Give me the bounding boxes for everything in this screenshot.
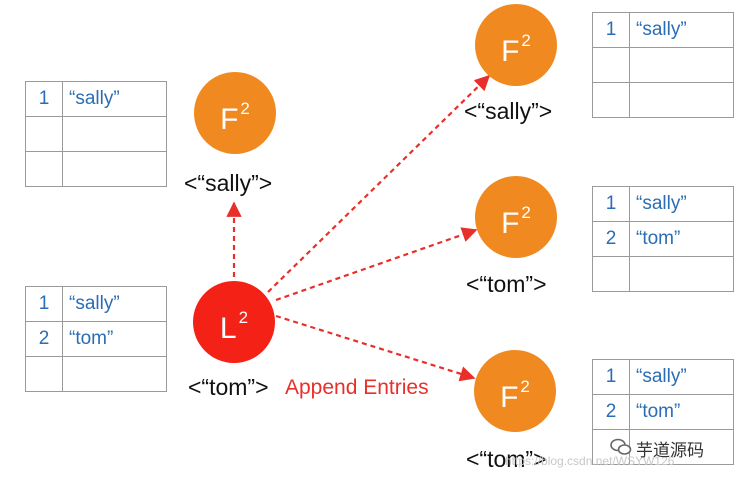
log-row: 2“tom”	[592, 221, 734, 257]
log-index: 1	[25, 286, 63, 322]
node-term: 2	[521, 203, 531, 222]
log-row: 1“sally”	[25, 286, 167, 322]
log-index: 1	[592, 186, 630, 222]
arrow-to-top-follower	[267, 74, 491, 293]
log-index	[25, 151, 63, 187]
log-row	[592, 82, 734, 118]
node-term: 2	[238, 308, 249, 327]
log-value: “sally”	[629, 186, 734, 222]
arrow-to-mid-follower	[275, 227, 478, 302]
log-value	[62, 356, 167, 392]
log-table-f-bot: 1“sally” 2“tom”	[592, 359, 734, 465]
append-entries-label: Append Entries	[285, 376, 429, 399]
log-table-f-left: 1“sally”	[25, 81, 167, 187]
state-label-top-right: <“sally”>	[464, 98, 553, 124]
log-row: 2“tom”	[25, 321, 167, 357]
log-value	[629, 429, 734, 465]
log-index	[25, 116, 63, 152]
log-value: “tom”	[629, 221, 734, 257]
log-row: 1“sally”	[592, 186, 734, 222]
node-name: F	[501, 207, 520, 240]
state-label-left: <“sally”>	[184, 170, 273, 196]
log-index: 1	[592, 359, 630, 395]
log-row: 1“sally”	[25, 81, 167, 117]
node-name: F	[220, 103, 239, 136]
log-index: 2	[25, 321, 63, 357]
log-row	[592, 47, 734, 83]
log-row	[592, 256, 734, 292]
log-value: “sally”	[62, 286, 167, 322]
log-index: 2	[592, 394, 630, 430]
log-value: “tom”	[62, 321, 167, 357]
log-row: 2“tom”	[592, 394, 734, 430]
log-row	[25, 151, 167, 187]
log-row: 1“sally”	[592, 359, 734, 395]
log-value	[62, 151, 167, 187]
log-row: 1“sally”	[592, 12, 734, 48]
log-row	[25, 356, 167, 392]
log-value	[629, 256, 734, 292]
log-index	[25, 356, 63, 392]
state-label-mid-right: <“tom”>	[466, 271, 547, 297]
log-index	[592, 47, 630, 83]
state-label-bottom-right: <“tom”>	[466, 446, 547, 472]
log-value: “tom”	[629, 394, 734, 430]
wechat-icon	[610, 438, 632, 461]
log-index	[592, 256, 630, 292]
log-value: “sally”	[629, 359, 734, 395]
log-index: 1	[592, 12, 630, 48]
node-name: F	[501, 35, 520, 68]
watermark-url: https://blog.csdn.net/WSYW126	[505, 454, 675, 468]
node-name: L	[219, 312, 237, 345]
state-label-leader: <“tom”>	[188, 374, 269, 400]
watermark-text: 芋道源码	[636, 441, 704, 460]
log-value: “sally”	[62, 81, 167, 117]
arrow-to-bottom-follower	[275, 314, 476, 382]
log-table-f-mid: 1“sally” 2“tom”	[592, 186, 734, 292]
log-table-f-top: 1“sally”	[592, 12, 734, 118]
log-table-leader: 1“sally” 2“tom”	[25, 286, 167, 392]
watermark: 芋道源码	[610, 436, 704, 461]
log-value	[629, 82, 734, 118]
log-index: 2	[592, 221, 630, 257]
log-value	[62, 116, 167, 152]
log-row	[25, 116, 167, 152]
log-value: “sally”	[629, 12, 734, 48]
log-index	[592, 82, 630, 118]
log-index: 1	[25, 81, 63, 117]
node-term: 2	[520, 377, 530, 396]
node-term: 2	[521, 31, 531, 50]
node-name: F	[500, 381, 519, 414]
node-term: 2	[240, 99, 250, 118]
log-value	[629, 47, 734, 83]
